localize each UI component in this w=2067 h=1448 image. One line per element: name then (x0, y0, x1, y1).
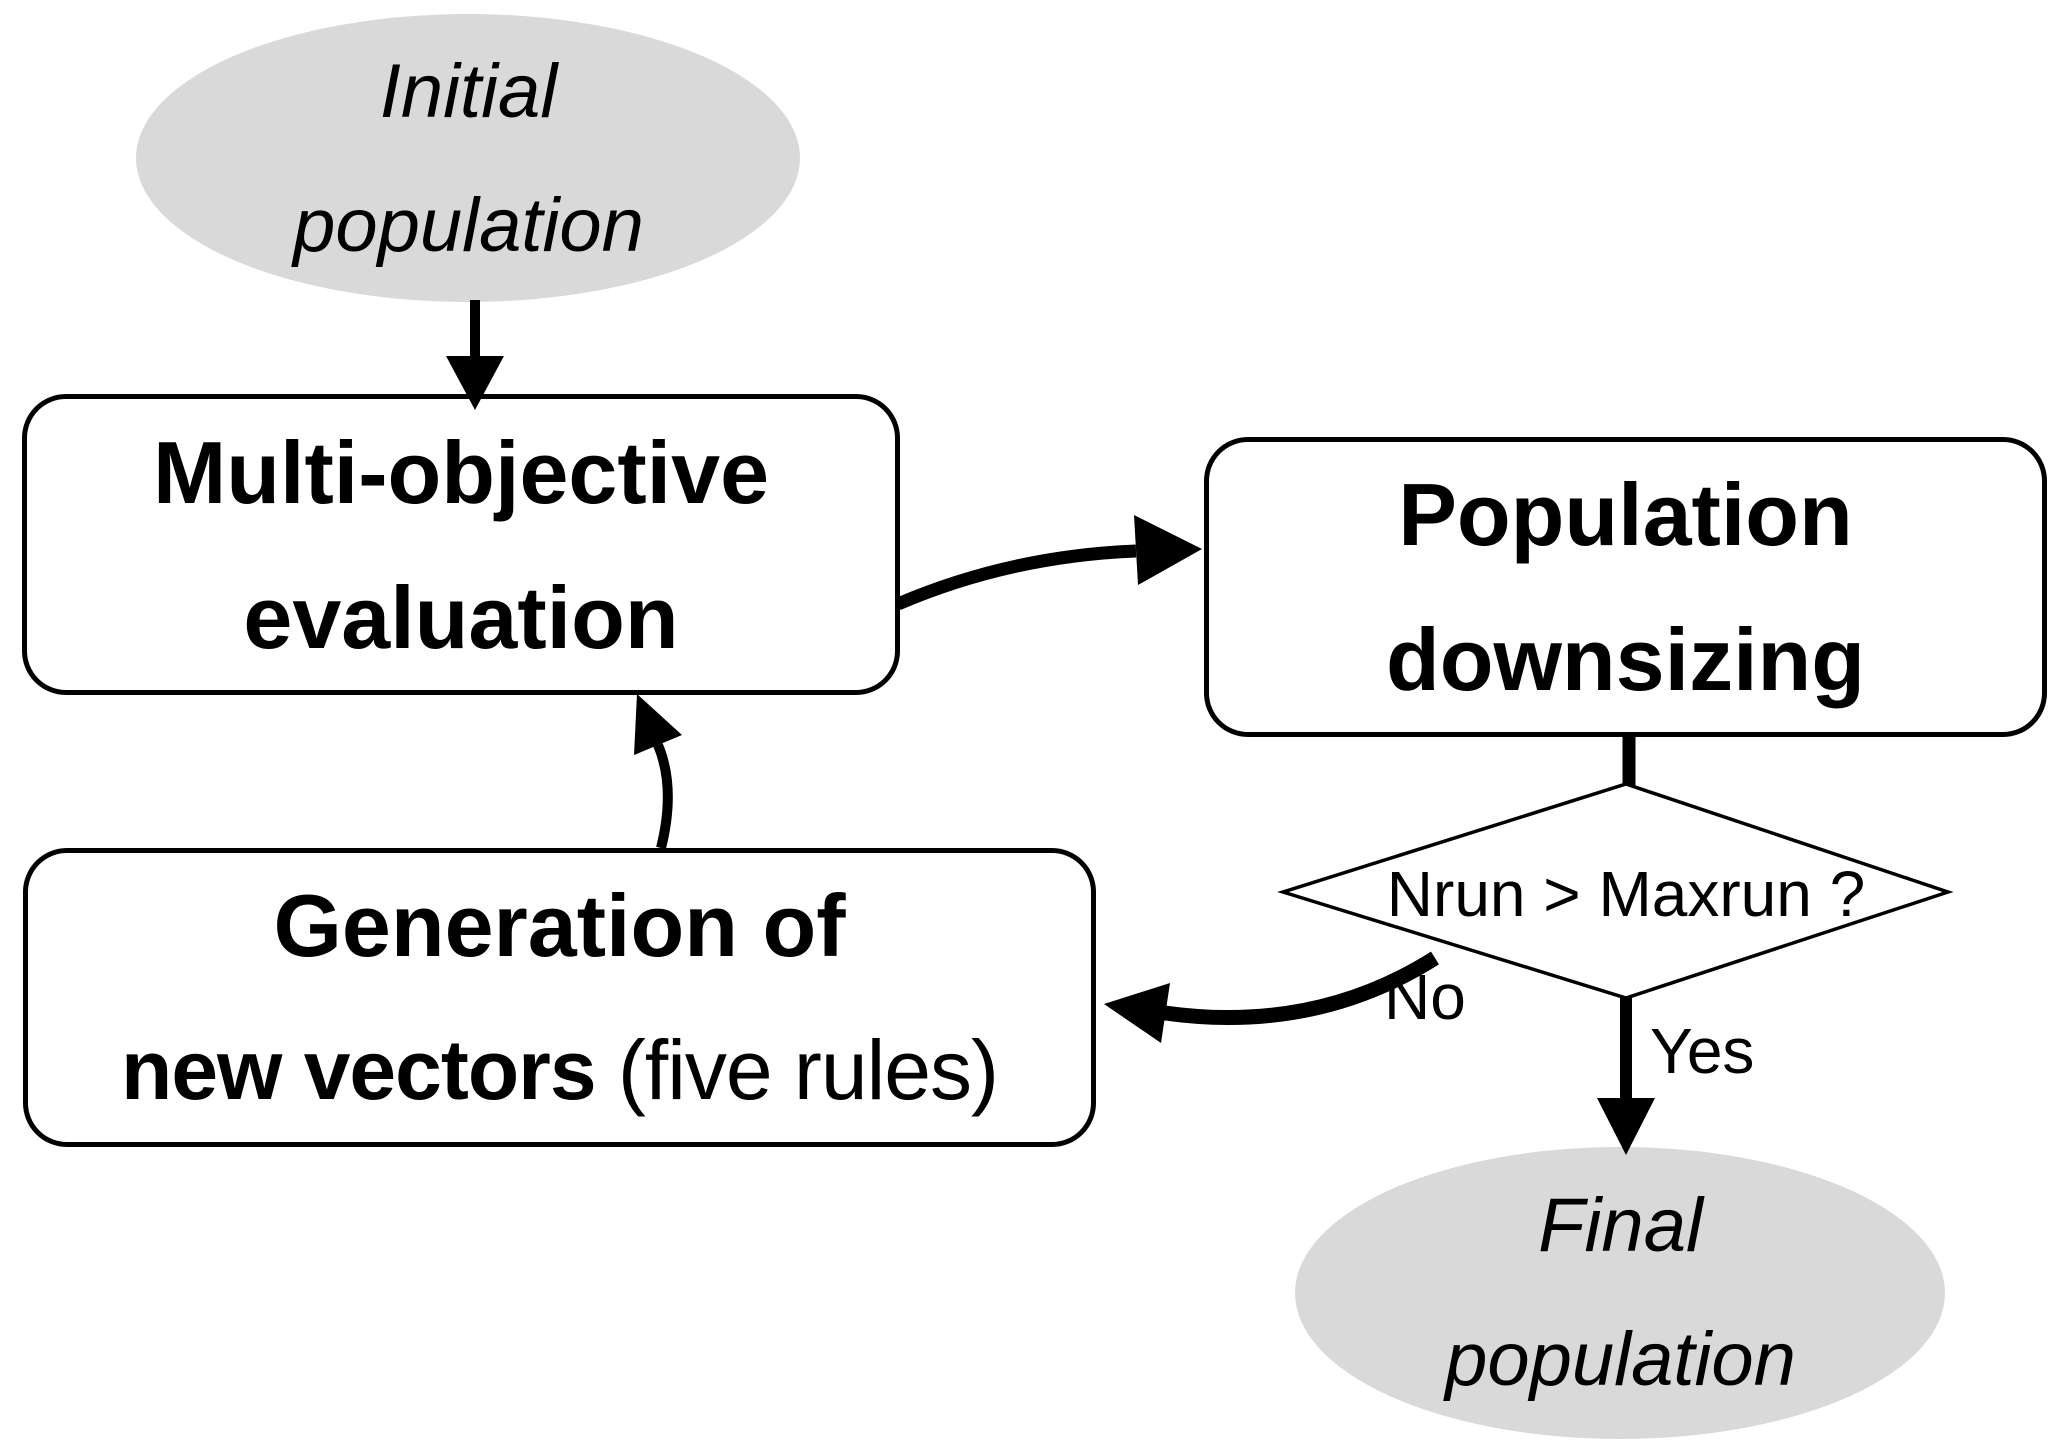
arrow-decision-yes-to-final (1597, 996, 1655, 1155)
node-population-downsizing: Population downsizing (1204, 437, 2047, 737)
node-label-bold-part: new vectors (121, 1022, 597, 1117)
node-label-line: Population (1398, 465, 1853, 564)
node-initial-population: Initial population (137, 15, 800, 302)
node-label-line: population (293, 182, 644, 268)
node-generation-of-new-vectors: Generation of new vectors (five rules) (23, 848, 1096, 1147)
decision-condition-label: Nrun > Maxrun ? (1386, 858, 1866, 930)
node-label-line: population (1445, 1317, 1796, 1402)
node-label-line: downsizing (1385, 610, 1866, 709)
node-label-line: Multi-objective (152, 422, 770, 522)
node-label-line: new vectors (five rules) (121, 998, 999, 1143)
node-label-line: Initial (379, 48, 558, 134)
node-final-population: Final population (1296, 1147, 1945, 1439)
node-label-regular-part: (five rules) (595, 1022, 999, 1117)
arrow-generation-to-evaluation (634, 694, 682, 850)
node-label-line: Final (1538, 1183, 1703, 1268)
node-label-line: evaluation (243, 567, 679, 667)
node-multi-objective-evaluation: Multi-objective evaluation (22, 394, 900, 695)
branch-label-yes: Yes (1650, 1015, 1755, 1087)
node-label-line: Generation of (273, 875, 846, 975)
arrow-evaluation-to-downsizing (895, 515, 1202, 610)
branch-label-no: No (1384, 961, 1466, 1033)
